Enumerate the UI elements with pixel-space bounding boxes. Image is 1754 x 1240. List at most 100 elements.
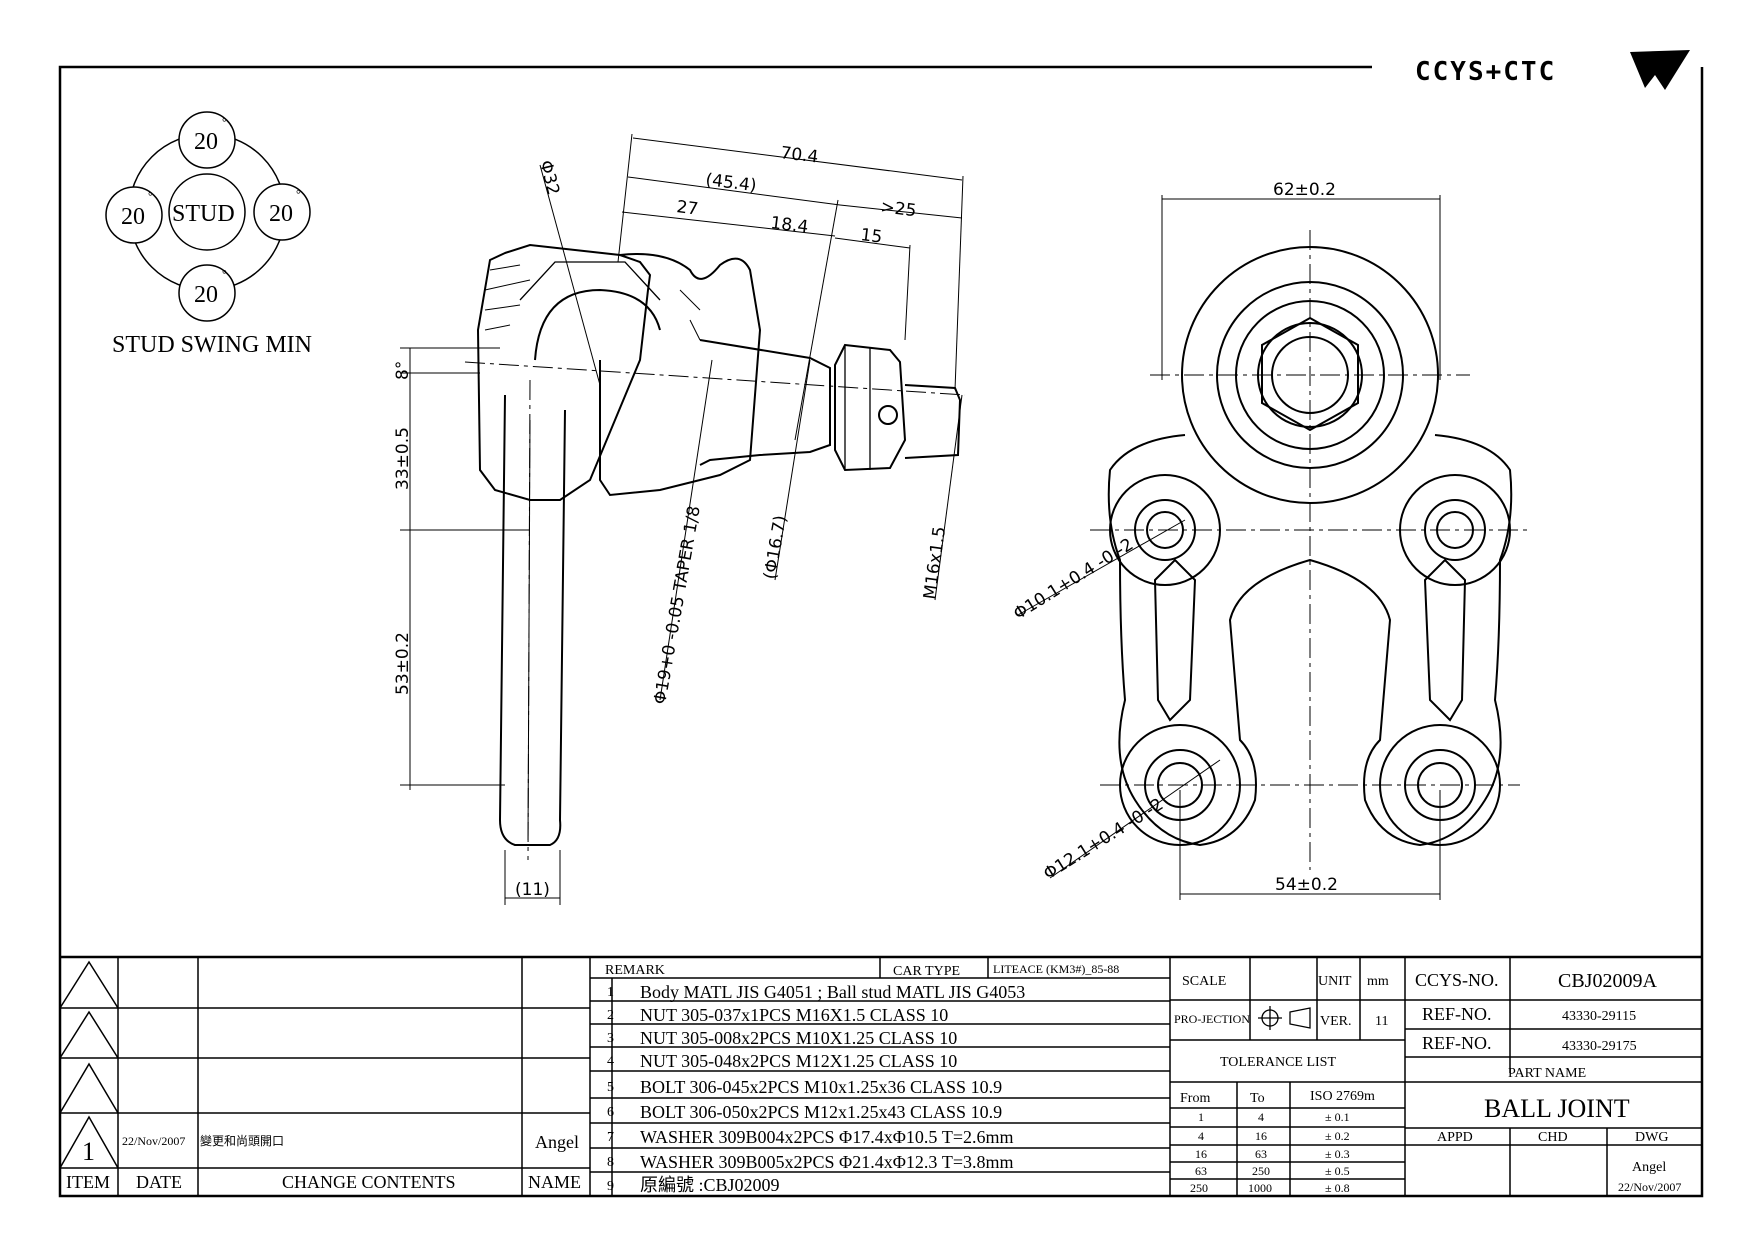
ver-value: 11 (1375, 1014, 1388, 1029)
unit-label: UNIT (1318, 974, 1352, 989)
logo-mark-icon (1630, 50, 1690, 90)
remark-n2: 2 (607, 1008, 614, 1023)
front-view-dimensions (1017, 195, 1441, 900)
rev-header-item: ITEM (66, 1172, 110, 1192)
ref-label-2: REF-NO. (1422, 1033, 1492, 1053)
drawer-name: Angel (1632, 1160, 1666, 1175)
dim-hole-12: Φ12.1+0.4 -0 -2 (1040, 795, 1167, 885)
tol-to-1: 4 (1258, 1110, 1264, 1124)
side-view-dimensions (400, 133, 964, 905)
tol-from-1: 1 (1198, 1110, 1204, 1124)
remark-t4: NUT 305-048x2PCS M12X1.25 CLASS 10 (640, 1051, 957, 1071)
dim-53: 53±0.2 (393, 632, 413, 695)
tol-head-to: To (1250, 1091, 1265, 1106)
remark-t7: WASHER 309B004x2PCS Φ17.4xΦ10.5 T=2.6mm (640, 1127, 1014, 1147)
tol-from-2: 4 (1198, 1129, 1204, 1143)
sheet-border (58, 65, 1704, 1198)
appd-label: APPD (1437, 1130, 1473, 1145)
swing-deg-2: ° (148, 189, 153, 203)
side-view (464, 243, 966, 861)
car-type-label: CAR TYPE (893, 964, 960, 979)
rev-header-name: NAME (528, 1172, 581, 1192)
swing-deg-3: ° (296, 187, 301, 201)
dwg-date: 22/Nov/2007 (1618, 1180, 1681, 1194)
remark-t9: 原編號 :CBJ02009 (640, 1175, 780, 1195)
remark-t5: BOLT 306-045x2PCS M10x1.25x36 CLASS 10.9 (640, 1077, 1002, 1097)
remark-n5: 5 (607, 1080, 614, 1095)
tol-val-1: ± 0.1 (1325, 1110, 1350, 1124)
unit-value: mm (1367, 974, 1389, 989)
tol-val-2: ± 0.2 (1325, 1129, 1350, 1143)
remark-label: REMARK (605, 963, 665, 978)
rev-header-date: DATE (136, 1172, 182, 1192)
swing-bottom: 20 (194, 282, 218, 308)
remark-t1: Body MATL JIS G4051 ; Ball stud MATL JIS… (640, 982, 1025, 1002)
rev-header-contents: CHANGE CONTENTS (282, 1172, 456, 1192)
part-name-label: PART NAME (1508, 1066, 1586, 1081)
remark-n8: 8 (607, 1155, 614, 1170)
rev-date: 22/Nov/2007 (122, 1134, 185, 1148)
tol-val-4: ± 0.5 (1325, 1164, 1350, 1178)
remark-t6: BOLT 306-050x2PCS M12x1.25x43 CLASS 10.9 (640, 1102, 1002, 1122)
remark-n6: 6 (607, 1105, 614, 1120)
tol-to-4: 250 (1252, 1164, 1270, 1178)
swing-center: STUD (172, 201, 235, 227)
remark-t8: WASHER 309B005x2PCS Φ21.4xΦ12.3 T=3.8mm (640, 1152, 1014, 1172)
tol-from-4: 63 (1195, 1164, 1207, 1178)
tol-val-5: ± 0.8 (1325, 1181, 1350, 1195)
tol-to-3: 63 (1255, 1147, 1267, 1161)
dim-m16: M16x1.5 (920, 525, 950, 600)
swing-deg-1: ° (222, 115, 227, 129)
tol-to-2: 16 (1255, 1129, 1267, 1143)
remark-n7: 7 (607, 1130, 614, 1145)
scale-label: SCALE (1182, 974, 1226, 989)
tol-from-5: 250 (1190, 1181, 1208, 1195)
dim-18-4: 18.4 (769, 213, 809, 237)
remark-n1: 1 (607, 985, 614, 1000)
company-logo: CCYS+CTC (1415, 50, 1690, 90)
dim-taper: Φ19+0 -0.05 TAPER 1/8 (650, 504, 705, 706)
car-type-value: LITEACE (KM3#)_85-88 (993, 962, 1119, 976)
rev-content: 變更和尚頭開口 (200, 1133, 284, 1148)
ver-label: VER. (1320, 1014, 1352, 1029)
logo-text: CCYS+CTC (1415, 57, 1556, 87)
remark-t3: NUT 305-008x2PCS M10X1.25 CLASS 10 (640, 1028, 957, 1048)
ref-label-1: REF-NO. (1422, 1004, 1492, 1024)
rev-item: 1 (82, 1137, 95, 1166)
dim-27: 27 (675, 197, 699, 219)
dwg-label: DWG (1635, 1130, 1668, 1145)
tol-head-iso: ISO 2769m (1310, 1089, 1375, 1104)
tol-val-3: ± 0.3 (1325, 1147, 1350, 1161)
chd-label: CHD (1538, 1130, 1568, 1145)
dim-phi32: Φ32 (535, 158, 563, 197)
remark-n9: 9 (607, 1179, 614, 1194)
swing-left: 20 (121, 204, 145, 230)
title-block-grid (59, 957, 1702, 1196)
stud-swing-diagram (105, 111, 311, 322)
tol-head-from: From (1180, 1091, 1210, 1106)
dim-25: >25 (879, 197, 917, 221)
dim-16-7: (Φ16.7) (760, 514, 791, 581)
rev-name: Angel (535, 1132, 579, 1152)
tol-from-3: 16 (1195, 1147, 1207, 1161)
projection-label: PRO-JECTION (1174, 1012, 1250, 1026)
ref-number-1: 43330-29115 (1562, 1009, 1636, 1024)
ref-number-2: 43330-29175 (1562, 1039, 1637, 1054)
dim-33: 33±0.5 (393, 427, 413, 490)
tolerance-title: TOLERANCE LIST (1220, 1055, 1336, 1070)
swing-caption: STUD SWING MIN (112, 332, 312, 358)
dim-45-4: (45.4) (704, 170, 757, 196)
remark-n3: 3 (607, 1031, 614, 1046)
ccys-number: CBJ02009A (1558, 970, 1657, 992)
projection-symbol-icon (1258, 1006, 1311, 1030)
front-view-centerlines (1090, 230, 1530, 870)
dim-54: 54±0.2 (1275, 875, 1338, 895)
dim-11: (11) (515, 880, 550, 900)
dim-62: 62±0.2 (1273, 180, 1336, 200)
dim-8deg: 8° (393, 361, 413, 380)
ccys-label: CCYS-NO. (1415, 970, 1499, 990)
dim-70-4: 70.4 (779, 143, 819, 167)
swing-top: 20 (194, 129, 218, 155)
remark-n4: 4 (607, 1054, 614, 1069)
